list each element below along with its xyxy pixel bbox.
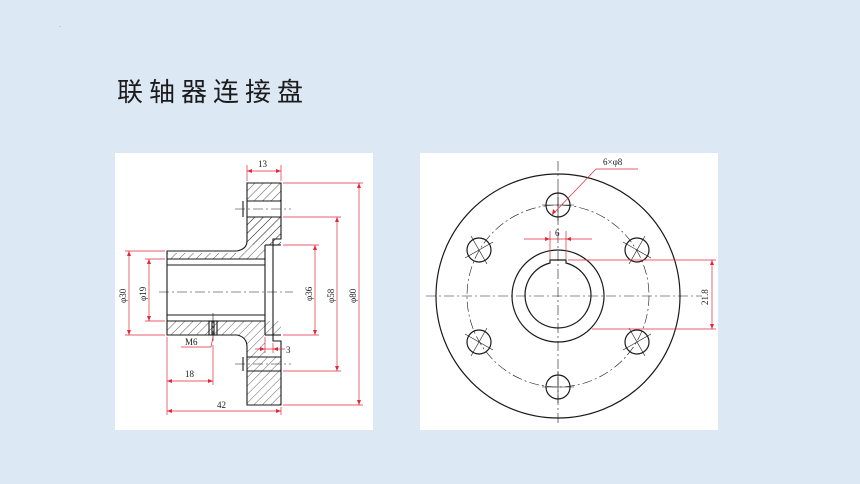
dim-13: 13 (258, 159, 268, 169)
section-arrowheads (127, 169, 361, 413)
dim-phi58: φ58 (326, 288, 336, 303)
dim-holes: 6×φ8 (603, 157, 623, 167)
dim-3: 3 (286, 345, 291, 355)
dim-phi19: φ19 (138, 286, 148, 301)
section-hatch (167, 183, 281, 405)
hub-circle (511, 249, 605, 343)
dim-42: 42 (217, 400, 226, 410)
front-view-drawing: 6×φ8 6 21.8 (426, 157, 716, 425)
outer-circle (435, 173, 681, 419)
hole-centers (464, 189, 652, 403)
slide-title: 联轴器连接盘 (117, 78, 310, 108)
section-view-drawing: 13 φ30 φ19 φ36 φ58 φ80 M6 3 18 42 (118, 159, 363, 415)
dim-phi80: φ80 (348, 288, 358, 303)
section-centerlines (159, 208, 293, 365)
front-centerlines (426, 161, 702, 425)
section-view-panel: 13 φ30 φ19 φ36 φ58 φ80 M6 3 18 42 (115, 153, 373, 430)
slide-marker: . (59, 22, 61, 29)
section-dimension-lines (125, 165, 363, 415)
bore-keyway (524, 259, 592, 329)
front-arrowheads (545, 209, 714, 329)
front-view-panel: 6×φ8 6 21.8 (420, 153, 718, 430)
dim-18: 18 (185, 369, 195, 379)
dim-phi30: φ30 (118, 288, 128, 303)
front-dimension-lines (524, 168, 716, 330)
dim-key-width: 6 (555, 228, 560, 238)
dim-phi36: φ36 (304, 286, 314, 301)
dim-key-height: 21.8 (700, 289, 710, 305)
front-outline (435, 173, 681, 419)
dim-m6: M6 (185, 337, 198, 347)
